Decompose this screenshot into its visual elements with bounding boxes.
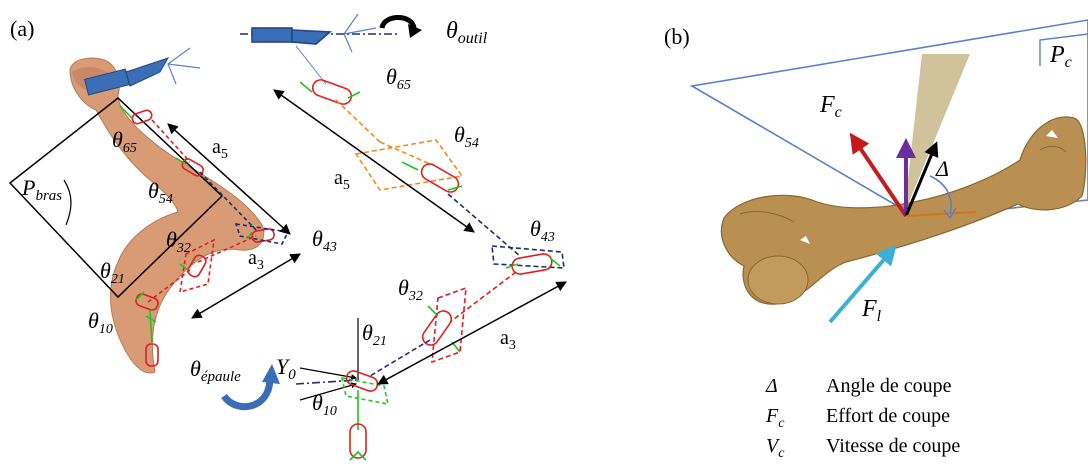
legend-item-vc: Vc Vitesse de coupe (766, 435, 960, 461)
f-c-label: Fc (819, 92, 842, 121)
theta-65-arm-label: θ65 (112, 127, 137, 156)
a3-kin-arrow (377, 281, 567, 385)
outil-rotation-arrow (379, 15, 417, 29)
legend-symbol: Δ (765, 375, 778, 397)
panel-a-label: (a) (10, 16, 34, 41)
legend-text: Angle de coupe (826, 375, 952, 397)
p-bras-label: Pbras (21, 175, 62, 204)
f-c-vector (849, 132, 908, 218)
hand-tool (84, 47, 201, 96)
delta-angle-arc (929, 175, 952, 215)
f-l-vector (828, 244, 897, 324)
p-c-label: Pc (1049, 42, 1072, 71)
panel-b-label: (b) (664, 24, 690, 49)
delta-label: Δ (935, 156, 949, 181)
theta-epaule-label: θépaule (190, 356, 241, 385)
legend-text: Effort de coupe (826, 405, 950, 427)
cutting-cone (904, 54, 970, 214)
a5-arm-arrow (167, 123, 291, 235)
theta-32-arm-label: θ32 (166, 227, 191, 256)
theta-43-arm-label: θ43 (312, 226, 337, 255)
panel-b: (b) Pc Fc Δ Fl Δ A (664, 19, 1088, 461)
theta-54-kin-label: θ54 (454, 122, 479, 151)
normal-vector (904, 141, 939, 217)
theta-43-kin-label: θ43 (530, 216, 555, 245)
a3-kin-label: a3 (500, 327, 516, 353)
theta-10-arm-label: θ10 (88, 308, 113, 337)
a5-arm-label: a5 (212, 136, 228, 162)
theta-10-kin-label: θ10 (312, 390, 337, 419)
theta-65-kin-label: θ65 (386, 64, 411, 93)
panel-a: (a) (8, 13, 567, 461)
f-l-label: Fl (861, 296, 882, 325)
legend-item-fc: Fc Effort de coupe (765, 405, 950, 431)
p-c-plane (689, 19, 1088, 219)
legend: Δ Angle de coupe Fc Effort de coupe Vc V… (765, 375, 960, 461)
bone-axis (905, 211, 977, 217)
legend-text: Vitesse de coupe (826, 435, 960, 457)
legend-symbol: Fc (765, 405, 785, 431)
theta-54-arm-label: θ54 (148, 178, 173, 207)
epaule-rotation-arrow (221, 377, 274, 411)
theta-32-kin-label: θ32 (398, 275, 423, 304)
a5-kin-label: a5 (334, 167, 350, 193)
a3-arm-label: a3 (248, 247, 264, 273)
legend-symbol: Vc (766, 435, 785, 461)
y0-label: Y0 (276, 354, 296, 383)
legend-item-delta: Δ Angle de coupe (765, 375, 952, 397)
theta-21-arm-label: θ21 (100, 258, 125, 287)
theta-21-kin-label: θ21 (362, 320, 387, 349)
a5-kin-arrow (273, 89, 475, 233)
a3-arm-arrow (191, 253, 301, 319)
theta-outil-label: θoutil (446, 18, 488, 47)
